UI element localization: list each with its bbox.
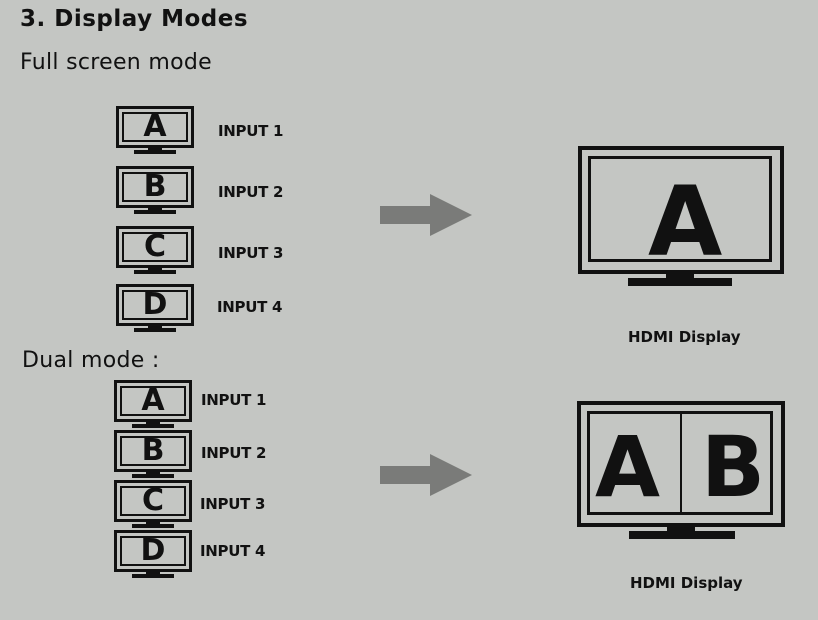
monitor-letter: A bbox=[122, 112, 188, 142]
input-label: INPUT 4 bbox=[200, 542, 266, 560]
display-letter-right: B bbox=[701, 418, 766, 516]
monitor-icon: C bbox=[114, 480, 192, 528]
dual-mode-title: Dual mode : bbox=[22, 348, 160, 373]
monitor-icon: D bbox=[114, 530, 192, 578]
monitor-icon: B bbox=[114, 430, 192, 478]
full-screen-mode-title: Full screen mode bbox=[20, 50, 212, 75]
input-label: INPUT 1 bbox=[218, 122, 284, 140]
right-arrow-icon bbox=[380, 194, 472, 236]
hdmi-display-dual: A B bbox=[577, 401, 787, 549]
monitor-letter: D bbox=[122, 290, 188, 320]
monitor-letter: C bbox=[122, 232, 188, 262]
section-heading: 3. Display Modes bbox=[20, 6, 249, 32]
display-letter-left: A bbox=[595, 418, 661, 516]
split-divider bbox=[680, 414, 682, 512]
input-label: INPUT 3 bbox=[218, 244, 284, 262]
monitor-letter: B bbox=[122, 172, 188, 202]
right-arrow-icon bbox=[380, 454, 472, 496]
input-label: INPUT 4 bbox=[217, 298, 283, 316]
input-label: INPUT 3 bbox=[200, 495, 266, 513]
monitor-icon: B bbox=[116, 166, 194, 214]
monitor-letter: C bbox=[120, 486, 186, 516]
monitor-letter: A bbox=[120, 386, 186, 416]
monitor-icon: D bbox=[116, 284, 194, 332]
monitor-letter: D bbox=[120, 536, 186, 566]
monitor-icon: C bbox=[116, 226, 194, 274]
input-label: INPUT 2 bbox=[218, 183, 284, 201]
hdmi-display-caption: HDMI Display bbox=[630, 574, 743, 592]
monitor-icon: A bbox=[116, 106, 194, 154]
display-letter: A bbox=[648, 166, 723, 278]
monitor-letter: B bbox=[120, 436, 186, 466]
input-label: INPUT 2 bbox=[201, 444, 267, 462]
input-label: INPUT 1 bbox=[201, 391, 267, 409]
hdmi-display-caption: HDMI Display bbox=[628, 328, 741, 346]
hdmi-display-full: A bbox=[578, 146, 784, 292]
monitor-icon: A bbox=[114, 380, 192, 428]
